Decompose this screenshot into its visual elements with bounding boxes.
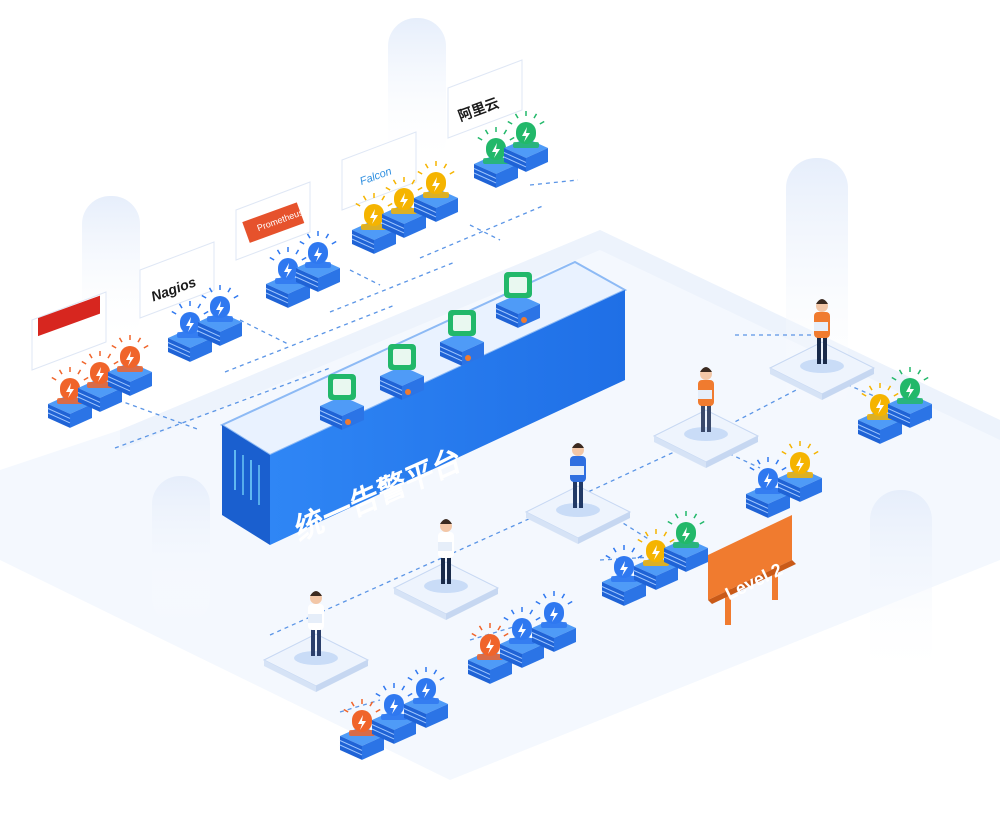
mobile-app-icon (495, 272, 540, 328)
on-call-person (392, 519, 500, 620)
alarm-light-icon (403, 667, 448, 728)
alarm-light-icon (167, 301, 212, 362)
alarm-stack (745, 441, 822, 518)
alarm-light-icon (339, 699, 384, 760)
server-lights (234, 450, 260, 505)
source-card-zabbix: ZABBIX (31, 291, 107, 371)
alarm-light-icon (777, 441, 822, 502)
source-card-prometheus: Prometheus (235, 181, 311, 261)
on-call-people (262, 299, 876, 692)
alarm-light-icon (197, 285, 242, 346)
on-call-person (524, 443, 632, 544)
on-call-person (652, 367, 760, 468)
alarm-light-icon (467, 623, 512, 684)
alarm-stack (339, 667, 448, 760)
alarm-light-icon (351, 193, 396, 254)
chat-message-icon (439, 310, 484, 366)
alarm-light-icon (857, 383, 902, 444)
alarm-stack (351, 161, 458, 254)
email-icon (379, 344, 424, 400)
alarm-light-icon (601, 545, 646, 606)
alarm-stack (857, 367, 932, 444)
alarm-light-icon (503, 111, 548, 172)
alarm-light-icon (77, 351, 122, 412)
alarm-stack (167, 285, 242, 362)
alarm-stacks (47, 111, 932, 760)
alarm-light-icon (531, 591, 576, 652)
alarm-light-icon (47, 367, 92, 428)
phone-call-icon (319, 374, 364, 430)
alarm-stack (467, 591, 576, 684)
alarm-stack (601, 511, 708, 606)
alarm-stack (47, 335, 152, 428)
source-card-nagios: Nagios (139, 241, 215, 319)
alarm-light-icon (107, 335, 152, 396)
alarm-light-icon (663, 511, 708, 572)
alarm-stack (265, 231, 340, 308)
escalation-sign: Level 2 (708, 515, 796, 625)
notification-channels (319, 272, 540, 430)
alarm-stack (473, 111, 548, 188)
alarm-light-icon (265, 247, 310, 308)
alarm-light-icon (745, 457, 790, 518)
alarm-light-icon (633, 529, 678, 590)
source-card-aliyun: 阿里云 (447, 59, 523, 139)
alarm-light-icon (295, 231, 340, 292)
alarm-light-icon (413, 161, 458, 222)
on-call-person (262, 591, 370, 692)
on-call-person (768, 299, 876, 400)
source-cards: ZABBIX Nagios Prometheus Falcon 阿里云 (31, 59, 523, 371)
source-card-falcon: Falcon (341, 131, 417, 211)
alarm-light-icon (887, 367, 932, 428)
